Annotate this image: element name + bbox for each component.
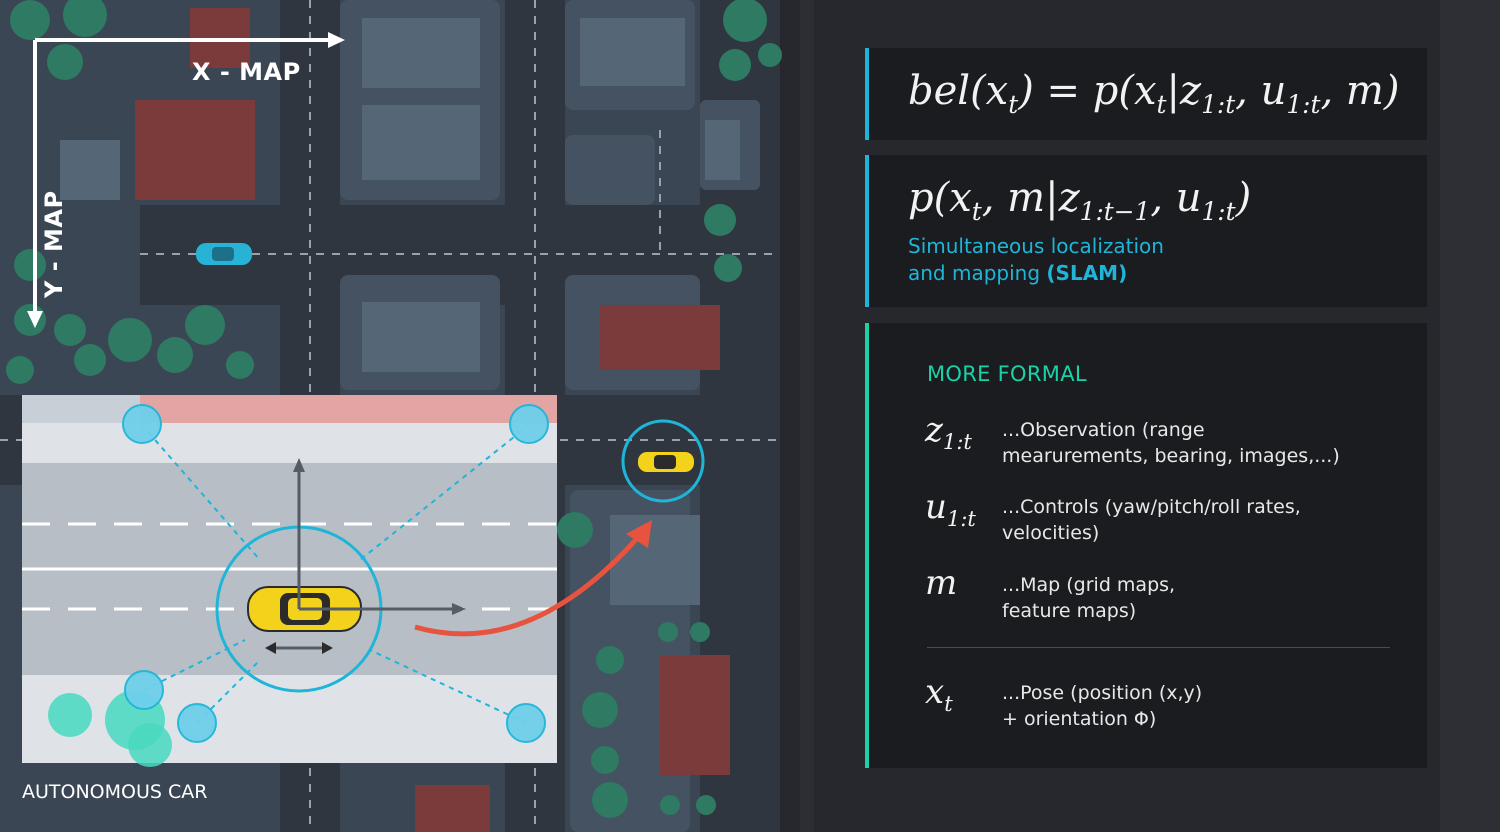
slam-equation: p(xt, m|z1:t−1, u1:t)	[908, 175, 1252, 226]
map-axes	[33, 38, 335, 318]
pose-desc-line-2: + orientation Φ)	[1002, 708, 1157, 730]
blue-car	[196, 243, 252, 265]
slam-acronym: (SLAM)	[1046, 261, 1128, 285]
belief-rhs: = p(x	[1046, 68, 1157, 114]
y-map-label: Y - MAP	[40, 190, 68, 298]
formal-divider	[927, 647, 1390, 648]
observation-desc-line-2: mearurements, bearing, images,...)	[1002, 445, 1340, 467]
pose-description: ...Pose (position (x,y) + orientation Φ)	[1002, 680, 1202, 732]
belief-panel	[865, 48, 1427, 140]
observation-description: ...Observation (range mearurements, bear…	[1002, 417, 1340, 469]
x-axis-arrowhead	[328, 32, 345, 48]
slam-line-1: Simultaneous localization	[908, 234, 1164, 258]
pose-desc-line-1: ...Pose (position (x,y)	[1002, 682, 1203, 704]
controls-description: ...Controls (yaw/pitch/roll rates, veloc…	[1002, 494, 1301, 546]
x-map-label: X - MAP	[192, 58, 301, 86]
autonomous-car-label: AUTONOMOUS CAR	[22, 781, 208, 803]
slam-line-2: and mapping	[908, 261, 1047, 285]
landmarks	[122, 404, 549, 743]
map-description: ...Map (grid maps, feature maps)	[1002, 572, 1175, 624]
more-formal-panel	[865, 323, 1427, 768]
more-formal-title: MORE FORMAL	[927, 362, 1087, 386]
slam-description: Simultaneous localization and mapping (S…	[908, 233, 1164, 287]
slam-panel	[865, 155, 1427, 307]
y-axis-arrowhead	[27, 311, 43, 328]
controls-symbol: u1:t	[925, 487, 976, 531]
belief-lhs: bel(x	[908, 68, 1009, 114]
map-symbol: m	[925, 563, 958, 603]
red-buildings	[135, 8, 730, 832]
controls-desc-line-2: velocities)	[1002, 522, 1100, 544]
observation-symbol: z1:t	[925, 410, 972, 454]
car-to-map-arrow	[414, 533, 642, 637]
belief-equation: bel(xt) = p(xt|z1:t, u1:t, m)	[908, 68, 1400, 119]
car-pose-axes	[272, 468, 455, 650]
map-car-highlight	[621, 419, 705, 503]
map-desc-line-1: ...Map (grid maps,	[1002, 574, 1176, 596]
map-desc-line-2: feature maps)	[1002, 600, 1137, 622]
pose-symbol: xt	[925, 672, 953, 716]
inset-road-view	[22, 395, 557, 767]
trees	[6, 0, 782, 818]
controls-desc-line-1: ...Controls (yaw/pitch/roll rates,	[1002, 496, 1301, 518]
observation-desc-line-1: ...Observation (range	[1002, 419, 1205, 441]
